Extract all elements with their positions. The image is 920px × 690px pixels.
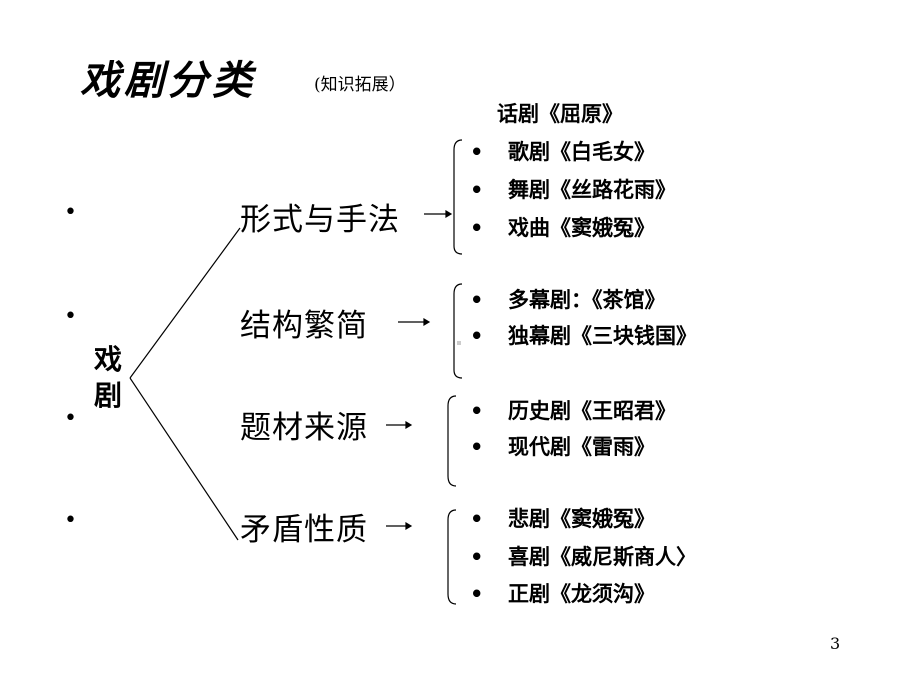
page-subtitle: (知识拓展） xyxy=(314,75,406,95)
branch-line-2 xyxy=(129,377,239,541)
arrow-2 xyxy=(398,317,431,327)
root-label: 戏剧 xyxy=(93,343,122,412)
category-form: 形式与手法 xyxy=(240,202,400,238)
left-bullet: • xyxy=(64,406,77,431)
page-title: 戏剧分类 xyxy=(80,57,256,104)
left-bullet: • xyxy=(64,200,77,225)
bracket-1 xyxy=(453,139,463,255)
left-bullet: • xyxy=(64,304,77,329)
left-bullet: • xyxy=(64,508,77,533)
arrow-4 xyxy=(386,521,413,531)
list-item: 话剧《屈原》 xyxy=(497,102,623,126)
branch-line-1 xyxy=(129,227,241,379)
list-item: •舞剧《丝路花雨》 xyxy=(470,178,676,202)
faint-dot xyxy=(457,341,461,345)
bracket-3 xyxy=(447,395,457,487)
list-item: •喜剧《威尼斯商人〉 xyxy=(470,545,697,569)
bracket-2 xyxy=(453,283,463,379)
page-number: 3 xyxy=(830,634,841,653)
category-source: 题材来源 xyxy=(240,410,368,446)
list-item: •悲剧《窦娥冤》 xyxy=(470,507,655,531)
category-structure: 结构繁简 xyxy=(240,308,368,344)
arrow-3 xyxy=(386,420,413,430)
arrow-1 xyxy=(424,209,453,219)
bracket-4 xyxy=(447,509,457,605)
list-item: •多幕剧：《茶馆》 xyxy=(470,288,666,312)
list-item: •历史剧《王昭君》 xyxy=(470,399,676,423)
list-item: •现代剧《雷雨》 xyxy=(470,435,655,459)
list-item: •戏曲《窦娥冤》 xyxy=(470,216,655,240)
list-item: •独幕剧《三块钱国》 xyxy=(470,324,697,348)
list-item: •歌剧《白毛女》 xyxy=(470,140,655,164)
list-item: •正剧《龙须沟》 xyxy=(470,582,655,606)
category-conflict: 矛盾性质 xyxy=(240,512,368,548)
